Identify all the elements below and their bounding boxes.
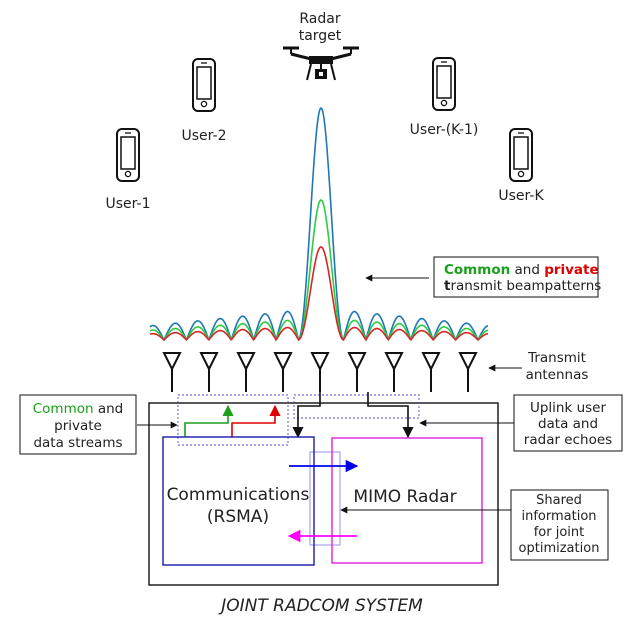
- data-streams-callout: Common and private data streams: [19, 394, 178, 455]
- beampattern-legend: Common and private transmit beampatterns: [365, 256, 601, 298]
- user-1-label: User-1: [106, 196, 151, 212]
- uplink-arrow-right: [367, 392, 414, 439]
- user-1: User-1: [106, 128, 151, 212]
- shared-line2: information: [521, 509, 596, 524]
- user-k-1: User-(K-1): [410, 57, 479, 138]
- system-title: JOINT RADCOM SYSTEM: [218, 596, 423, 616]
- uplink-line1: Uplink user: [530, 400, 607, 416]
- transmit-label-2: antennas: [526, 367, 589, 383]
- mimo-radar-box: [331, 437, 483, 564]
- data-streams-line3: data streams: [33, 435, 122, 451]
- radar-target-label: Radar: [299, 11, 340, 27]
- antenna-icon: [237, 352, 255, 393]
- communications-box: [162, 436, 315, 566]
- uplink-callout: Uplink user data and radar echoes: [419, 394, 623, 452]
- beampattern-legend-line1: Common and private: [444, 262, 599, 278]
- beampattern-private: [149, 246, 489, 341]
- antenna-icon: [311, 352, 329, 393]
- uplink-line3: radar echoes: [524, 432, 612, 448]
- beampattern-legend-line2: transmit beampatterns: [444, 278, 601, 294]
- uplink-line2: data and: [538, 416, 598, 432]
- user-2: User-2: [182, 58, 227, 144]
- antenna-array: [163, 352, 477, 393]
- shared-info-callout: Shared information for joint optimizatio…: [340, 489, 609, 561]
- common-stream-arrow: [184, 404, 234, 437]
- radar-target-label-2: target: [299, 28, 342, 44]
- antenna-icon: [385, 352, 403, 393]
- beampatterns: [149, 107, 489, 342]
- drone-icon: [283, 46, 359, 81]
- antenna-icon: [348, 352, 366, 393]
- communications-sub-label: (RSMA): [207, 507, 269, 527]
- shared-line1: Shared: [536, 493, 582, 508]
- shared-line3: for joint: [534, 525, 585, 540]
- transmit-antennas-label: Transmit antennas: [488, 350, 589, 383]
- antenna-icon: [274, 352, 292, 393]
- mimo-radar-label: MIMO Radar: [353, 487, 456, 507]
- user-k-label: User-K: [498, 188, 544, 204]
- transmit-label-1: Transmit: [527, 350, 586, 366]
- smartphone-icon: [509, 128, 533, 182]
- data-streams-line1: Common and: [33, 401, 124, 417]
- shared-line4: optimization: [519, 541, 600, 556]
- smartphone-icon: [432, 57, 456, 111]
- shared-info-region: [309, 451, 341, 546]
- user-k-1-label: User-(K-1): [410, 122, 479, 138]
- smartphone-icon: [116, 128, 140, 182]
- radar-target: Radar target: [283, 11, 359, 81]
- antenna-icon: [459, 352, 477, 393]
- user-k: User-K: [498, 128, 544, 204]
- communications-label: Communications: [167, 485, 310, 505]
- antenna-icon: [163, 352, 181, 393]
- smartphone-icon: [192, 58, 216, 112]
- uplink-region: [293, 394, 420, 419]
- antenna-icon: [422, 352, 440, 393]
- antenna-icon: [200, 352, 218, 393]
- radcom-system-box: [148, 402, 499, 586]
- uplink-arrow-left: [292, 392, 321, 439]
- data-streams-line2: private: [54, 418, 102, 434]
- private-stream-arrow: [231, 404, 281, 437]
- user-2-label: User-2: [182, 128, 227, 144]
